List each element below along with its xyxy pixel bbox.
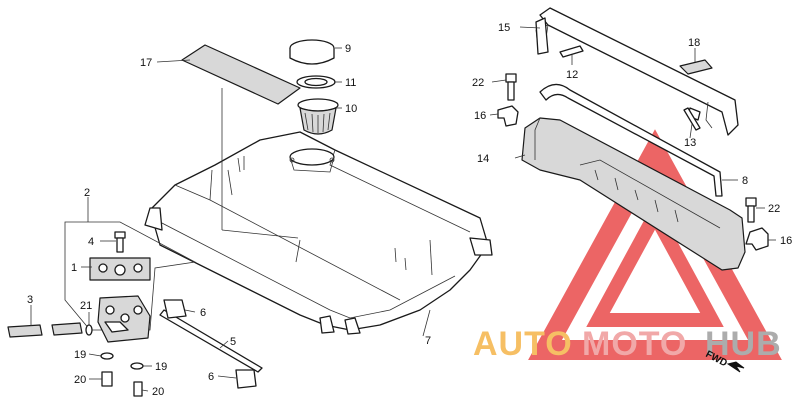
callout-20-left: 20 <box>74 374 86 386</box>
callout-8: 8 <box>742 175 748 187</box>
watermark-triangle-inner <box>586 200 724 327</box>
bolt-22-lower <box>745 197 757 223</box>
callout-19-left: 19 <box>74 349 86 361</box>
callout-5: 5 <box>230 336 236 348</box>
callout-12: 12 <box>566 69 578 81</box>
fuel-tank-assembly <box>144 131 493 335</box>
callout-18: 18 <box>688 37 700 49</box>
clamp-bar <box>535 7 739 136</box>
callout-17: 17 <box>140 57 152 69</box>
callout-10: 10 <box>345 103 357 115</box>
callout-2: 2 <box>84 187 90 199</box>
bolt-22-upper <box>505 73 517 101</box>
watermark-text-hub: HUB <box>705 325 782 363</box>
callout-13: 13 <box>684 137 696 149</box>
callout-15: 15 <box>498 22 510 34</box>
leader-lines <box>30 26 776 392</box>
pin-13 <box>683 107 701 131</box>
strap <box>539 83 723 197</box>
callout-22-lower: 22 <box>768 203 780 215</box>
watermark-text-moto: MOTO <box>582 325 687 363</box>
callout-1: 1 <box>71 262 77 274</box>
callout-9: 9 <box>345 43 351 55</box>
clip-16-lower <box>745 227 769 251</box>
clip-16-upper <box>497 105 519 127</box>
fuel-cock-assembly <box>7 221 263 397</box>
plate-18 <box>679 59 713 75</box>
pin-12 <box>559 45 584 58</box>
callout-6-upper: 6 <box>200 307 206 319</box>
cover <box>521 117 746 271</box>
callout-3: 3 <box>27 294 33 306</box>
callout-16-upper: 16 <box>474 110 486 122</box>
callout-22-upper: 22 <box>472 77 484 89</box>
callout-20-right: 20 <box>152 386 164 398</box>
callout-21: 21 <box>80 300 92 312</box>
fuel-cap-stack <box>289 39 339 135</box>
callout-14: 14 <box>477 153 489 165</box>
callout-7: 7 <box>425 335 431 347</box>
label-sticker <box>181 44 301 105</box>
fwd-arrow-icon <box>726 361 745 373</box>
callout-6-lower: 6 <box>208 371 214 383</box>
callouts: 9 11 10 17 15 12 18 22 16 13 14 8 22 16 … <box>27 22 792 398</box>
callout-4: 4 <box>88 236 94 248</box>
callout-16-lower: 16 <box>780 235 792 247</box>
watermark-text-auto: AUTO <box>473 325 573 363</box>
callout-11: 11 <box>345 77 356 89</box>
callout-19-right: 19 <box>155 361 167 373</box>
